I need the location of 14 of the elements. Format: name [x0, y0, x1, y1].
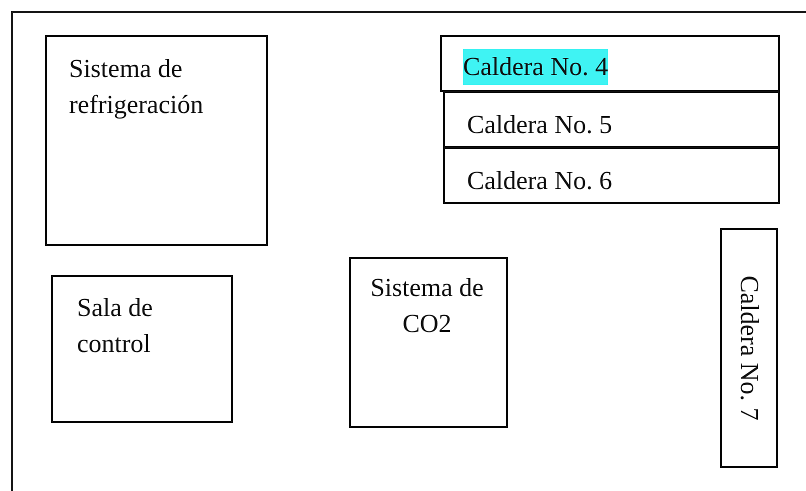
room-label: Sala de control: [77, 292, 154, 360]
room-box: [443, 147, 780, 204]
room-label: Caldera No. 7: [734, 275, 764, 421]
room-label: Sistema de CO2: [369, 272, 485, 340]
room-box: [349, 257, 508, 428]
room-label: Caldera No. 4: [463, 49, 608, 85]
room-box: [45, 35, 268, 246]
room-box: [443, 91, 780, 148]
room-label: Sistema de refrigeración: [69, 53, 204, 121]
room-label: Caldera No. 6: [467, 165, 612, 197]
room-box: [440, 35, 780, 92]
room-box: [720, 228, 778, 468]
room-box: [51, 275, 233, 423]
room-label: Caldera No. 5: [467, 109, 612, 141]
